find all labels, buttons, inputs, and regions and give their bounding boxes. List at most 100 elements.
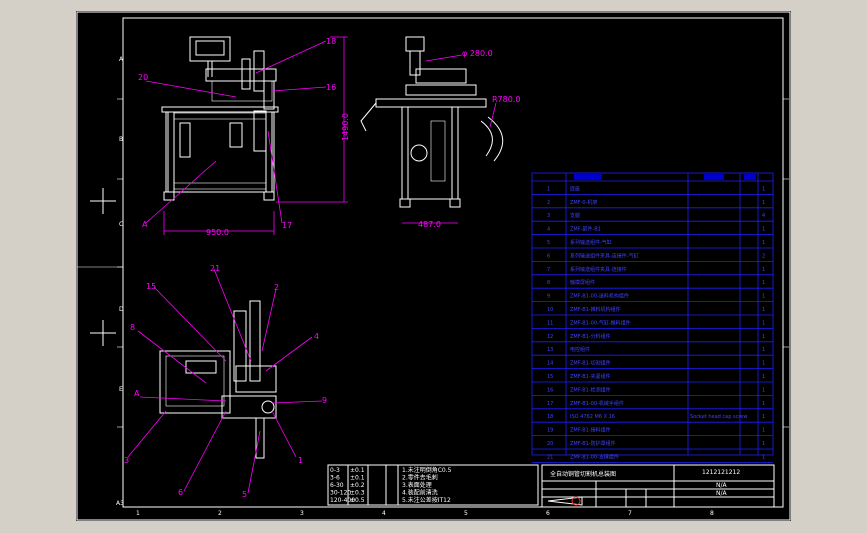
bom-item-qty: 1 bbox=[762, 307, 765, 313]
bom-item-name: ZMF-B1-00-气缸-推料组件 bbox=[570, 319, 631, 326]
tolerance-range: 6-30 bbox=[330, 482, 344, 489]
title-block: 全自动铜管切割机总装图 1212121212 N/A N/A bbox=[541, 464, 775, 508]
callout-21: 21 bbox=[210, 264, 220, 273]
callout-a-front: A bbox=[142, 220, 148, 229]
callout-4: 4 bbox=[314, 332, 319, 341]
tolerance-value: ±0.1 bbox=[350, 475, 365, 482]
bom-item-qty: 1 bbox=[762, 414, 765, 420]
callout-8: 8 bbox=[130, 323, 135, 332]
callout-a-top: A bbox=[134, 389, 140, 398]
bom-item-qty: 1 bbox=[762, 387, 765, 393]
zone-number: 4 bbox=[382, 510, 386, 517]
side-diameter-dimension: φ 280.0 bbox=[462, 49, 493, 58]
bom-item-number: 20 bbox=[547, 441, 553, 447]
front-view: 950.0 1490.0 18 16 20 17 A bbox=[138, 36, 350, 237]
registration-cross-top bbox=[90, 188, 116, 214]
callout-16: 16 bbox=[326, 83, 336, 92]
bom-item-qty: 1 bbox=[762, 200, 765, 206]
technical-note: 3.表面处理 bbox=[402, 481, 432, 489]
bom-item-name: ZMF-B1-切割组件 bbox=[570, 360, 611, 367]
bom-item-name: ZMF-B1-00-机械手组件 bbox=[570, 400, 624, 407]
scale-label: N/A bbox=[716, 482, 728, 489]
tolerance-notes: 0-3±0.13-6±0.16-30±0.230-120±0.3120-400±… bbox=[327, 464, 539, 506]
bom-item-name: 触摸屏组件 bbox=[570, 279, 595, 286]
bom-item-name: ZMF-B1-检测组件 bbox=[570, 386, 611, 393]
bom-item-number: 15 bbox=[547, 374, 553, 380]
bom-item-name: ZMF-部件-B1 bbox=[570, 226, 601, 233]
callout-5: 5 bbox=[242, 490, 247, 499]
zone-letter-d: D bbox=[119, 306, 124, 313]
callout-9: 9 bbox=[322, 396, 327, 405]
bom-item-qty: 1 bbox=[762, 280, 765, 286]
bom-item-qty: 1 bbox=[762, 186, 765, 192]
bom-item-name: ZMF-B1-00-支撑组件 bbox=[570, 453, 619, 460]
top-view: 21 2 4 9 1 5 6 3 A 8 15 bbox=[124, 264, 327, 499]
bom-item-number: 8 bbox=[547, 280, 550, 286]
bom-item-number: 3 bbox=[547, 213, 550, 219]
bom-item-name: ZMF-B1-接料组件 bbox=[570, 427, 611, 434]
tolerance-range: 120-400 bbox=[330, 497, 355, 504]
bom-item-number: 18 bbox=[547, 414, 553, 420]
bom-item-qty: 1 bbox=[762, 334, 765, 340]
projection-circle-icon bbox=[571, 496, 581, 506]
side-radius-dimension: R780.0 bbox=[492, 95, 520, 104]
drawing-title: 全自动铜管切割机总装图 bbox=[550, 470, 616, 478]
bom-item-number: 19 bbox=[547, 428, 553, 434]
bom-item-name: 支腿 bbox=[570, 212, 580, 219]
bom-item-name: ZMF-B1-防护罩组件 bbox=[570, 440, 616, 447]
callout-15: 15 bbox=[146, 282, 156, 291]
tolerance-value: ±0.2 bbox=[350, 482, 365, 489]
tolerance-value: ±0.3 bbox=[350, 490, 365, 497]
bom-item-number: 1 bbox=[547, 186, 550, 192]
outer-border bbox=[76, 11, 791, 521]
bom-item-number: 17 bbox=[547, 401, 553, 407]
tolerance-range: 0-3 bbox=[330, 467, 340, 474]
zone-number: 3 bbox=[300, 510, 304, 517]
technical-note: 4.装配前清洗 bbox=[402, 489, 438, 497]
zone-number: 2 bbox=[218, 510, 222, 517]
tolerance-range: 3-6 bbox=[330, 475, 340, 482]
bom-item-number: 16 bbox=[547, 387, 553, 393]
technical-note: 5.未注公差按IT12 bbox=[402, 496, 451, 504]
bom-item-number: 21 bbox=[547, 454, 553, 460]
front-width-dimension: 950.0 bbox=[206, 228, 229, 237]
bom-item-qty: 4 bbox=[762, 213, 765, 219]
side-width-dimension: 487.0 bbox=[418, 220, 441, 229]
bom-item-qty: 1 bbox=[762, 347, 765, 353]
bom-item-name: ZMF-B1-夹紧组件 bbox=[570, 373, 611, 380]
tolerance-value: ±0.1 bbox=[350, 467, 365, 474]
inner-border bbox=[122, 17, 784, 508]
bom-item-number: 5 bbox=[547, 240, 550, 246]
bom-item-name: ZMF-B1-推料机构组件 bbox=[570, 306, 621, 313]
zone-letter-e: E bbox=[119, 386, 123, 393]
bom-item-name: ZMF-B1-分料组件 bbox=[570, 333, 611, 340]
sheet-size-label: A3 bbox=[116, 500, 124, 507]
bom-item-name: 系列输送组件夹具-连接件 bbox=[570, 266, 627, 273]
callout-3: 3 bbox=[124, 456, 129, 465]
bom-item-qty: 2 bbox=[762, 253, 765, 259]
zone-number: 5 bbox=[464, 510, 468, 517]
callout-18: 18 bbox=[326, 37, 336, 46]
bom-item-qty: 1 bbox=[762, 267, 765, 273]
bom-item-qty: 1 bbox=[762, 441, 765, 447]
bom-item-qty: 1 bbox=[762, 401, 765, 407]
zone-number: 7 bbox=[628, 510, 632, 517]
zone-number: 8 bbox=[710, 510, 714, 517]
technical-note: 1.未注明倒角C0.5 bbox=[402, 466, 452, 474]
bom-item-number: 12 bbox=[547, 334, 553, 340]
bom-item-qty: 1 bbox=[762, 240, 765, 246]
front-height-dimension: 1490.0 bbox=[341, 113, 350, 141]
side-view: 487.0 φ 280.0 R780.0 bbox=[360, 36, 520, 229]
bom-item-name: ZMF-0-机架 bbox=[570, 199, 597, 206]
callout-20: 20 bbox=[138, 73, 148, 82]
bom-item-name: ZMF-B1-00-送料机构组件 bbox=[570, 293, 629, 300]
bom-item-qty: 1 bbox=[762, 428, 765, 434]
callout-17: 17 bbox=[282, 221, 292, 230]
bom-item-qty: 1 bbox=[762, 374, 765, 380]
bom-item-qty: 1 bbox=[762, 227, 765, 233]
technical-note: 2.零件去毛刺 bbox=[402, 474, 438, 482]
projection-cone-icon bbox=[547, 496, 583, 506]
zone-ticks bbox=[117, 98, 789, 428]
zone-letter-b: B bbox=[119, 136, 123, 143]
